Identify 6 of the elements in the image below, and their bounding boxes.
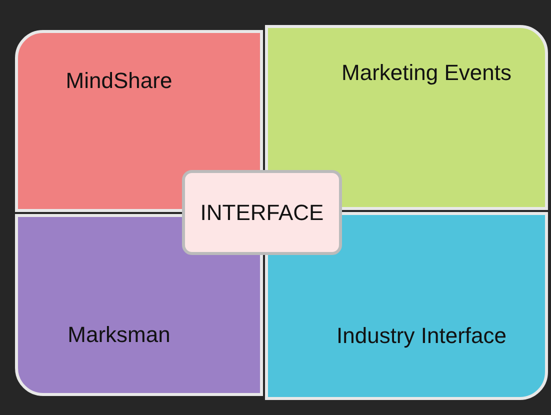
quadrant-label: MindShare: [66, 68, 172, 94]
quadrant-label: Marketing Events: [342, 60, 512, 86]
center-label: INTERFACE: [200, 200, 324, 226]
quadrant-label: Industry Interface: [336, 323, 506, 349]
center-box: [182, 170, 342, 255]
quadrant-label: Marksman: [68, 322, 170, 348]
